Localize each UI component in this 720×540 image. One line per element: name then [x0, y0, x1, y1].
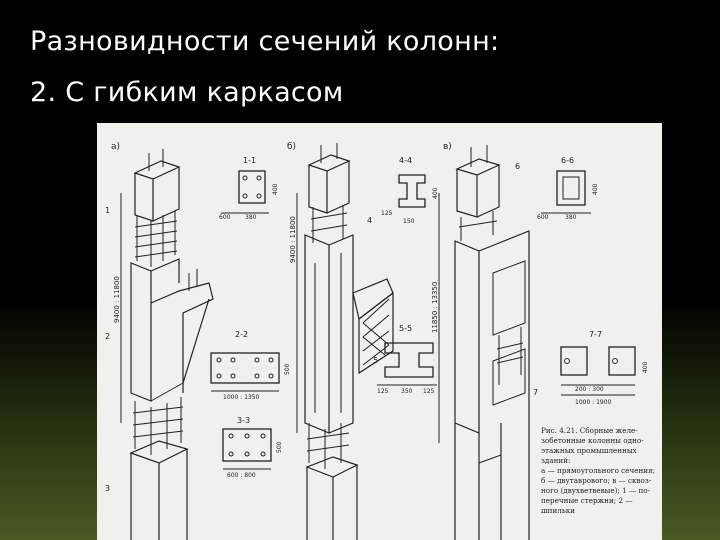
section-2-2: 2-2 1000 : 1350 500: [210, 330, 291, 401]
svg-text:380: 380: [565, 214, 577, 221]
svg-text:200 : 300: 200 : 300: [575, 386, 604, 393]
column-b-drawing: б) 9400 : 11800 4 5: [287, 142, 394, 540]
section-6-6: 6-6 600 380 400: [537, 156, 599, 221]
svg-text:400: 400: [592, 183, 599, 195]
column-c-label: в): [443, 142, 452, 152]
column-c-drawing: в) 11850 : 13350 6 7: [431, 142, 538, 540]
svg-text:5-5: 5-5: [399, 324, 412, 333]
svg-text:400: 400: [272, 183, 279, 195]
caption-line-6: б — двутаврового; в — сквоз-: [541, 476, 652, 485]
svg-text:3-3: 3-3: [237, 416, 250, 425]
column-b-height: 9400 : 11800: [289, 216, 297, 263]
section-1-1: 1-1 600 380 400: [219, 156, 279, 221]
svg-text:125: 125: [377, 388, 389, 395]
caption-line-4: зданий:: [541, 456, 570, 465]
svg-text:4-4: 4-4: [399, 156, 412, 165]
column-a-label: a): [111, 142, 120, 152]
marker-2a: 2: [105, 332, 110, 341]
svg-text:2-2: 2-2: [235, 330, 248, 339]
svg-text:380: 380: [245, 214, 257, 221]
svg-text:350: 350: [401, 388, 413, 395]
caption-line-3: этажных промышленных: [541, 446, 637, 455]
caption-line-8: перечные стержни; 2 —: [541, 496, 633, 505]
marker-7c: 7: [533, 388, 538, 397]
marker-1a: 1: [105, 206, 110, 215]
svg-text:400: 400: [642, 361, 649, 373]
svg-text:500: 500: [284, 363, 291, 375]
column-c-height: 11850 : 13350: [431, 282, 439, 333]
section-4-4: 4-4 125 150 400: [381, 156, 439, 225]
caption-line-2: зобетонные колонны одно-: [541, 436, 644, 445]
marker-4b: 4: [367, 216, 372, 225]
svg-text:1-1: 1-1: [243, 156, 256, 165]
svg-text:6-6: 6-6: [561, 156, 574, 165]
caption-line-9: шпильки: [541, 506, 575, 515]
svg-text:400: 400: [432, 187, 439, 199]
svg-text:500: 500: [276, 441, 283, 453]
caption-line-5: а — прямоугольного сечения;: [541, 466, 655, 475]
svg-text:125: 125: [381, 210, 393, 217]
column-b-label: б): [287, 142, 296, 152]
svg-text:150: 150: [403, 218, 415, 225]
svg-text:1000 : 1350: 1000 : 1350: [223, 394, 260, 401]
svg-text:1000 : 1900: 1000 : 1900: [575, 399, 612, 406]
section-7-7: 7-7 200 : 300 1000 : 1900 400: [560, 330, 649, 406]
marker-3a: 3: [105, 484, 110, 493]
slide-title-line-2: 2. С гибким каркасом: [30, 77, 344, 108]
svg-text:7-7: 7-7: [589, 330, 602, 339]
svg-text:600: 600: [537, 214, 549, 221]
svg-text:125: 125: [423, 388, 435, 395]
marker-5b: 5: [373, 356, 378, 365]
svg-text:600 : 800: 600 : 800: [227, 472, 256, 479]
caption-line-7: ного (двухветвевые); 1 — по-: [541, 486, 651, 495]
column-a-drawing: a) 9400 : 11800 1 2 3: [105, 142, 214, 540]
column-drawing-figure: a) 9400 : 11800 1 2 3 1-1: [97, 123, 662, 540]
svg-text:600: 600: [219, 214, 231, 221]
figure-caption: Рис. 4.21. Сборные желе- зобетонные коло…: [541, 426, 655, 515]
section-5-5: 5-5 125 350 125: [377, 324, 437, 395]
slide-title-line-1: Разновидности сечений колонн:: [30, 26, 500, 57]
caption-line-1: Рис. 4.21. Сборные желе-: [541, 426, 638, 435]
section-3-3: 3-3 600 : 800 500: [222, 416, 283, 479]
column-a-height: 9400 : 11800: [113, 276, 121, 323]
marker-6c: 6: [515, 162, 520, 171]
